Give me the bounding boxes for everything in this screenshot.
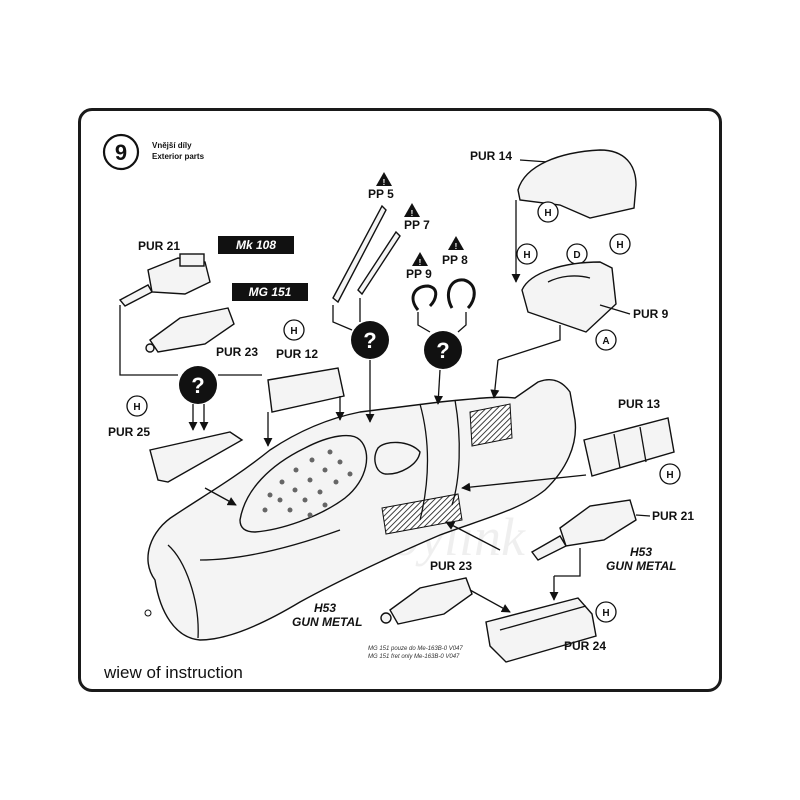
svg-text:D: D xyxy=(573,250,580,261)
svg-text:H: H xyxy=(290,326,297,337)
part-pur12 xyxy=(267,367,345,413)
label-pp7: PP 7 xyxy=(404,218,430,232)
warning-pp9: ! xyxy=(412,252,428,267)
label-pur21-right: PUR 21 xyxy=(652,509,694,523)
fuselage xyxy=(144,379,577,641)
h-marker-pur9-left: H xyxy=(516,243,538,265)
label-h53-right: H53 xyxy=(630,545,652,559)
question-marker-pp: ? xyxy=(351,321,389,359)
part-pur24 xyxy=(485,597,597,663)
svg-text:H: H xyxy=(666,470,673,481)
svg-text:!: ! xyxy=(411,209,414,218)
h-marker-pur24: H xyxy=(595,601,617,623)
caption: wiew of instruction xyxy=(103,663,243,682)
question-marker-guns: ? xyxy=(179,366,217,404)
svg-text:!: ! xyxy=(455,242,458,251)
h-marker-pur13: H xyxy=(659,463,681,485)
step-number: 9 xyxy=(115,140,127,165)
label-pur14: PUR 14 xyxy=(470,149,512,163)
label-mk108: Mk 108 xyxy=(236,238,276,252)
note-line-2: MG 151 fret only Me-163B-0 V047 xyxy=(368,654,460,660)
label-gun-metal-right: GUN METAL xyxy=(606,559,676,573)
label-pp5: PP 5 xyxy=(368,187,394,201)
step-title-en: Exterior parts xyxy=(152,152,205,161)
d-marker-pur9: D xyxy=(566,243,588,265)
label-gun-metal-left: GUN METAL xyxy=(292,615,362,629)
part-pp7 xyxy=(357,230,401,296)
svg-text:!: ! xyxy=(383,178,386,187)
label-pur21-top: PUR 21 xyxy=(138,239,180,253)
h-marker-pur14: H xyxy=(537,201,559,223)
h-marker-pur12: H xyxy=(283,319,305,341)
label-pur25: PUR 25 xyxy=(108,425,150,439)
a-marker-pur9: A xyxy=(595,329,617,351)
label-pur23-bottom: PUR 23 xyxy=(430,559,472,573)
part-pp8 xyxy=(447,278,476,310)
svg-text:?: ? xyxy=(363,328,376,353)
part-pur25 xyxy=(149,431,244,483)
svg-text:H: H xyxy=(523,250,530,261)
step-number-badge: 9 xyxy=(102,133,140,171)
part-pur23-bottom xyxy=(380,577,473,625)
label-pur13: PUR 13 xyxy=(618,397,660,411)
warning-pp7: ! xyxy=(404,203,420,218)
h-marker-pur9-right: H xyxy=(609,233,631,255)
part-pur21-right xyxy=(530,499,637,561)
part-pp9 xyxy=(411,284,438,311)
svg-text:!: ! xyxy=(419,258,422,267)
label-pur9: PUR 9 xyxy=(633,307,669,321)
label-pur12: PUR 12 xyxy=(276,347,318,361)
label-pur23-top: PUR 23 xyxy=(216,345,258,359)
label-pp9: PP 9 xyxy=(406,267,432,281)
h-marker-pur25: H xyxy=(126,395,148,417)
part-pur21-mk108 xyxy=(118,253,211,307)
warning-pp5: ! xyxy=(376,172,392,187)
label-pp8: PP 8 xyxy=(442,253,468,267)
svg-text:H: H xyxy=(544,208,551,219)
part-pp5 xyxy=(332,204,387,304)
svg-text:?: ? xyxy=(436,338,449,363)
label-mg151: MG 151 xyxy=(249,285,292,299)
part-pur23-mg151 xyxy=(145,307,235,353)
label-h53-left: H53 xyxy=(314,601,336,615)
note-line-1: MG 151 pouze do Me-163B-0 V047 xyxy=(368,646,463,652)
svg-text:H: H xyxy=(602,608,609,619)
part-pur9 xyxy=(521,261,617,333)
svg-text:A: A xyxy=(602,336,609,347)
plate-mk108: Mk 108 xyxy=(218,236,294,254)
step-title-cz: Vnější díly xyxy=(152,141,192,150)
question-mark: ? xyxy=(191,373,204,398)
warning-pp8: ! xyxy=(448,236,464,251)
svg-text:H: H xyxy=(616,240,623,251)
question-marker-pp-rings: ? xyxy=(424,331,462,369)
part-pur14 xyxy=(517,149,637,219)
plate-mg151: MG 151 xyxy=(232,283,308,301)
part-pur13 xyxy=(583,417,675,477)
svg-text:H: H xyxy=(133,402,140,413)
label-pur24: PUR 24 xyxy=(564,639,606,653)
